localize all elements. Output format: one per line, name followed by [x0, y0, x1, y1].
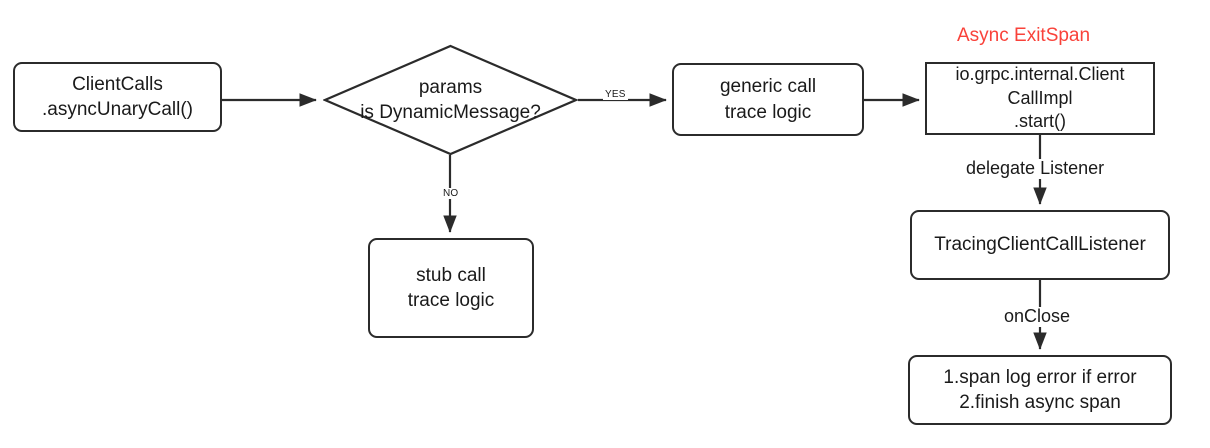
edge-label-delegate-listener: delegate Listener [963, 158, 1108, 179]
node-tracing-client-call-listener[interactable]: TracingClientCallListener [910, 210, 1170, 280]
node-stub-call-trace-logic[interactable]: stub call trace logic [368, 238, 534, 338]
node-decision-dynamic-message[interactable]: params is DynamicMessage? [323, 44, 578, 156]
edge-label-yes: YES [603, 89, 628, 100]
node-generic-call-trace-logic[interactable]: generic call trace logic [672, 63, 864, 136]
node-on-close-actions[interactable]: 1.span log error if error 2.finish async… [908, 355, 1172, 425]
edge-label-no: NO [441, 188, 461, 199]
node-client-call-impl-start[interactable]: io.grpc.internal.Client CallImpl .start(… [925, 62, 1155, 135]
node-client-calls[interactable]: ClientCalls .asyncUnaryCall() [13, 62, 222, 132]
annotation-async-exit-span: Async ExitSpan [957, 25, 1091, 46]
diamond-shape [323, 44, 578, 156]
edge-label-on-close: onClose [1001, 306, 1074, 327]
